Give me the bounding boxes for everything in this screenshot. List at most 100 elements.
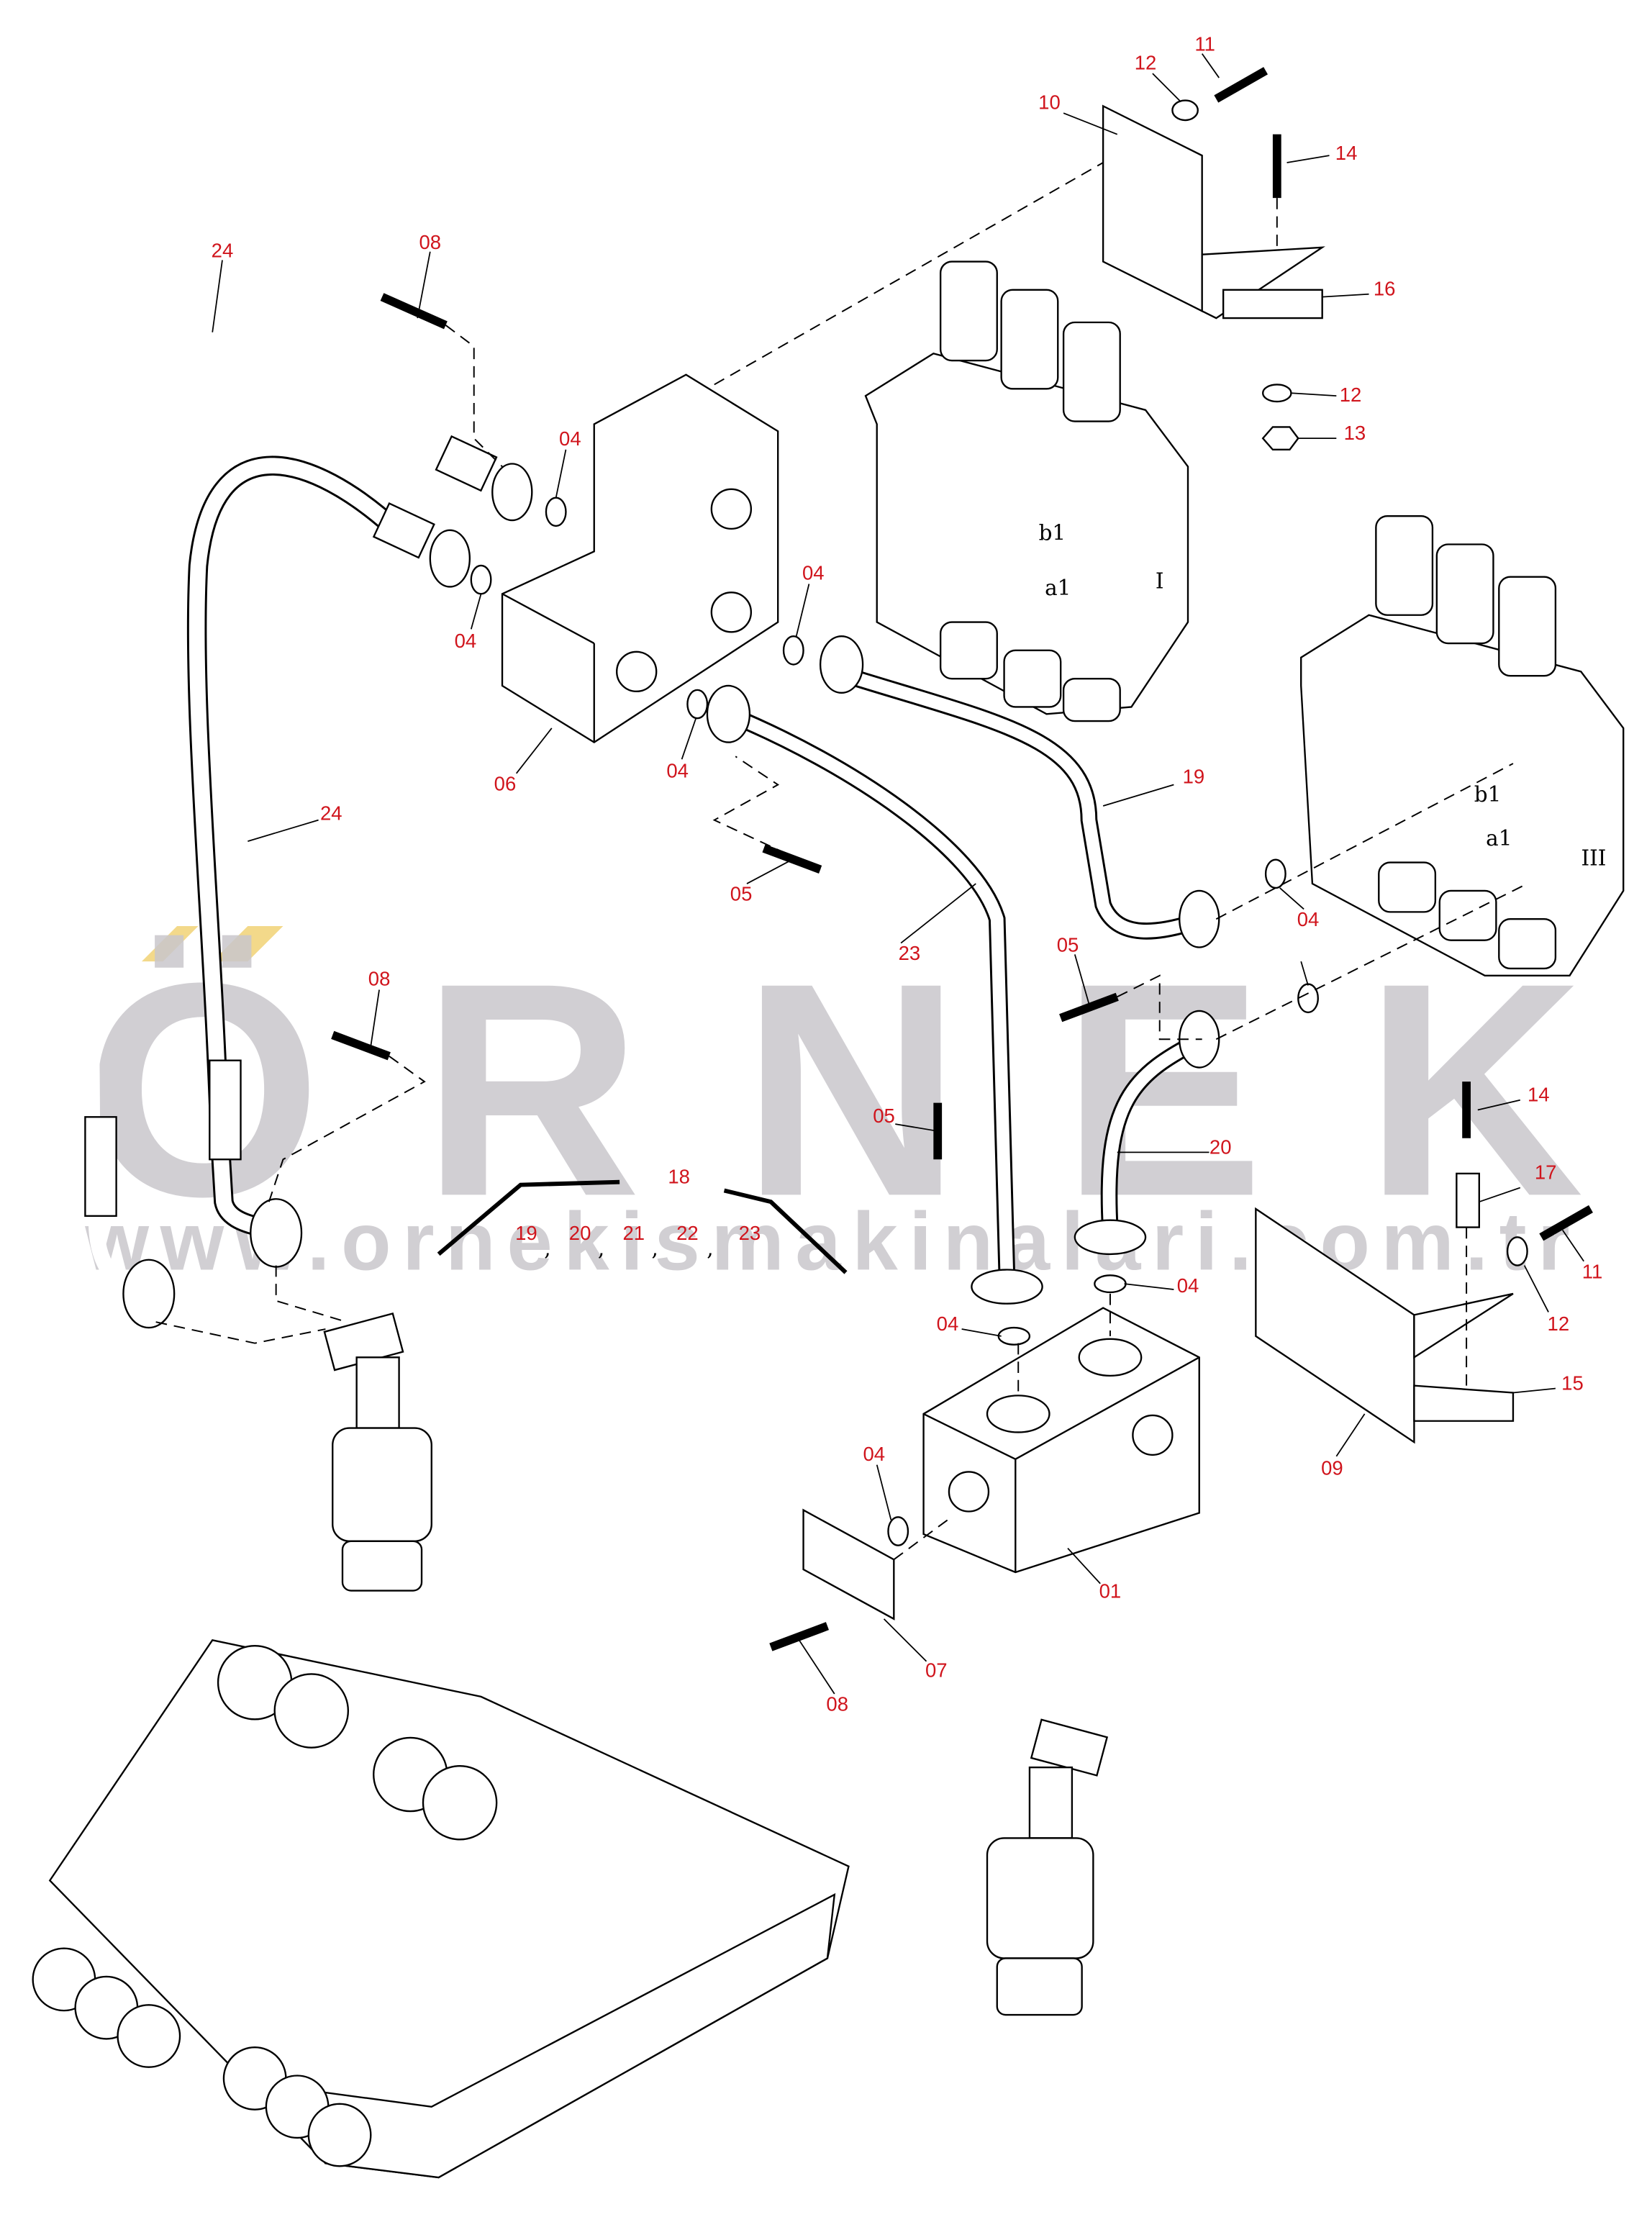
callout-04: 04	[863, 1443, 886, 1465]
o-ring-04	[887, 1516, 909, 1546]
callout-08: 08	[826, 1693, 848, 1715]
washer-12	[1171, 99, 1199, 122]
callout-18: 18	[668, 1166, 690, 1188]
control-valve-I: b1 a1 I	[864, 260, 1189, 722]
callout-05: 05	[730, 883, 753, 905]
pipe-flange	[971, 1269, 1043, 1305]
leader-lines	[212, 53, 1584, 1695]
hose-24-outer	[80, 319, 458, 1302]
hose-fitting	[209, 1059, 242, 1161]
pipe-flange	[1074, 1219, 1147, 1256]
hose-flange	[250, 1198, 303, 1268]
hose-flange	[491, 463, 533, 522]
callout-21: 21	[622, 1222, 645, 1244]
hose-fitting	[372, 502, 435, 559]
bracket-10	[1102, 104, 1325, 319]
callout-09: 09	[1321, 1456, 1343, 1479]
hardware	[331, 67, 1593, 1651]
callout-14: 14	[1335, 142, 1358, 164]
callout-04: 04	[1177, 1274, 1199, 1297]
pipe-flange	[1179, 889, 1220, 948]
o-ring-04	[686, 689, 709, 720]
bolt-11	[1539, 1205, 1593, 1241]
callout-04: 04	[802, 562, 825, 584]
manifold-block-01	[922, 1307, 1200, 1574]
joystick-left	[323, 1312, 432, 1592]
hose-flange	[122, 1259, 176, 1329]
o-ring-04	[782, 635, 804, 666]
pipe-set-18-left-icon	[437, 1179, 620, 1256]
hose-fitting	[435, 435, 498, 492]
bolt-11	[1214, 67, 1268, 103]
port-label-b1: b1	[1474, 782, 1502, 807]
callout-23: 23	[899, 942, 921, 964]
o-ring-04	[997, 1326, 1031, 1346]
callout-24: 24	[212, 240, 234, 262]
bolt-08	[769, 1622, 830, 1651]
callout-10: 10	[1038, 91, 1061, 113]
callout-05: 05	[873, 1105, 895, 1127]
o-ring-04	[470, 564, 492, 595]
callout-19: 19	[1183, 766, 1205, 788]
manifold-block-06	[501, 373, 779, 743]
spacer-17	[1456, 1172, 1480, 1228]
callout-04: 04	[937, 1312, 959, 1335]
callout-08: 08	[368, 968, 391, 990]
cover-plate-07	[802, 1508, 895, 1620]
undercarriage-frame	[32, 1638, 850, 2179]
logo-accent	[212, 926, 283, 962]
callout-06: 06	[494, 772, 517, 794]
callout-05: 05	[1057, 933, 1079, 956]
bolt-05	[762, 844, 822, 874]
callout-11: 11	[1194, 33, 1215, 55]
joystick-right	[986, 1718, 1109, 2016]
separator: ,	[598, 1236, 604, 1261]
watermark: ÖRNEK www.ornekismakinalari.com.tr	[84, 920, 1584, 1287]
callout-labels: 24 08 04 04 06 04 04 05 24 08 23 19 05 0…	[212, 33, 1603, 1715]
callout-19: 19	[515, 1222, 537, 1244]
o-ring-04	[545, 497, 567, 527]
port-label-a1: a1	[1045, 576, 1071, 600]
callout-11: 11	[1582, 1260, 1603, 1282]
hose-flange	[429, 529, 471, 588]
pipe-set-18-right-icon	[723, 1188, 848, 1274]
washer-12	[1506, 1236, 1528, 1266]
callout-04: 04	[455, 630, 477, 652]
callout-08: 08	[419, 231, 442, 253]
bolt-08	[331, 1030, 391, 1061]
callout-04: 04	[559, 427, 581, 450]
logo-accent	[141, 926, 199, 962]
callout-12: 12	[1548, 1312, 1570, 1335]
callout-12: 12	[1340, 384, 1362, 406]
washer-12	[1261, 384, 1292, 403]
control-valve-III: b1 a1 III	[1300, 515, 1625, 976]
o-ring-04	[1297, 983, 1319, 1014]
hose-24-inner	[186, 455, 403, 1238]
callout-04: 04	[666, 760, 689, 782]
callout-04: 04	[1297, 908, 1320, 930]
callout-15: 15	[1561, 1372, 1584, 1395]
separator: ,	[544, 1236, 550, 1261]
callout-13: 13	[1344, 422, 1366, 444]
callout-17: 17	[1535, 1161, 1557, 1184]
port-label-b1: b1	[1039, 521, 1066, 545]
valve-number-III: III	[1581, 846, 1606, 871]
callout-14: 14	[1528, 1084, 1550, 1106]
pipe-flange	[819, 635, 864, 694]
bolt-08	[380, 293, 448, 330]
callout-20: 20	[569, 1222, 591, 1244]
valve-number-I: I	[1156, 568, 1164, 593]
callout-16: 16	[1374, 278, 1396, 300]
callout-01: 01	[1099, 1579, 1122, 1602]
assembly-lines	[155, 162, 1528, 1561]
callout-12: 12	[1135, 51, 1157, 73]
callout-23: 23	[739, 1222, 761, 1244]
nut-13	[1261, 426, 1299, 451]
bracket-09	[1255, 1207, 1515, 1444]
callout-24: 24	[320, 802, 342, 825]
separator: ,	[652, 1236, 658, 1261]
o-ring-04	[1264, 858, 1286, 889]
callout-20: 20	[1210, 1135, 1232, 1158]
port-label-a1: a1	[1486, 826, 1512, 851]
